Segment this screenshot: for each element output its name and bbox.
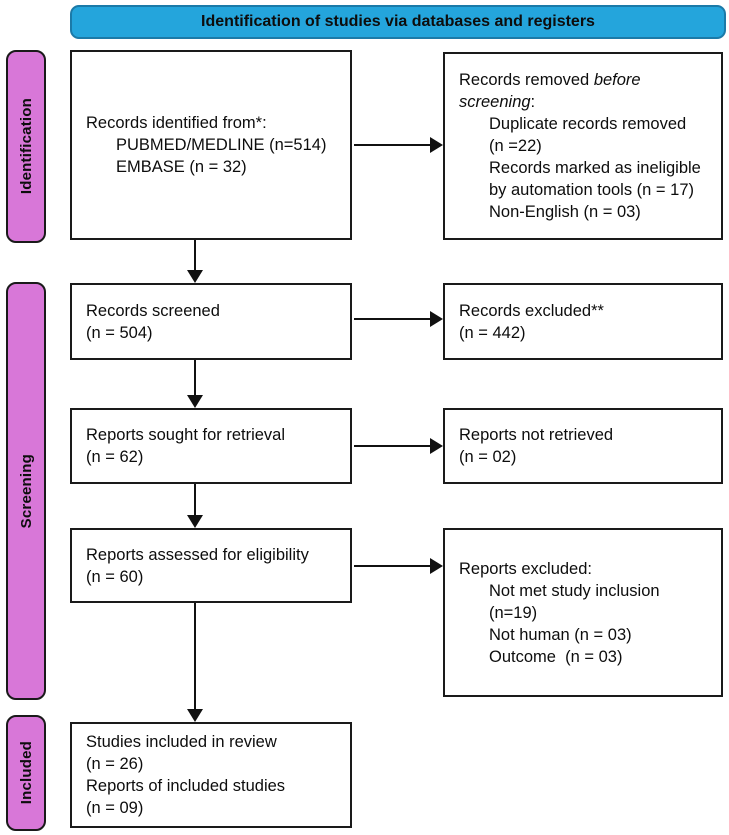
records-removed-prefix: Records removed xyxy=(459,71,594,89)
arrow-shaft xyxy=(194,603,196,711)
records-removed-item: Duplicate records removed xyxy=(489,115,687,133)
reports-excluded-box: Reports excluded: Not met study inclusio… xyxy=(443,528,723,697)
arrow-head-down-icon xyxy=(187,395,203,408)
stage-bar-screening: Screening xyxy=(6,282,46,700)
reports-sought-box: Reports sought for retrieval (n = 62) xyxy=(70,408,352,484)
records-excluded-count: (n = 442) xyxy=(459,323,526,342)
records-removed-box: Records removed before screening: Duplic… xyxy=(443,52,723,240)
stage-bar-included: Included xyxy=(6,715,46,831)
arrow-head-down-icon xyxy=(187,515,203,528)
records-removed-italic-screening: screening xyxy=(459,93,531,111)
stage-bar-identification: Identification xyxy=(6,50,46,243)
arrow-shaft xyxy=(354,318,432,320)
reports-assessed-line: Reports assessed for eligibility xyxy=(86,545,309,564)
arrow-sought-to-assessed xyxy=(186,484,204,528)
stage-label-identification: Identification xyxy=(17,98,35,195)
stage-label-included: Included xyxy=(17,741,35,805)
arrow-shaft xyxy=(194,360,196,397)
arrow-screened-to-sought xyxy=(186,360,204,408)
arrow-identified-to-screened xyxy=(186,240,204,283)
arrow-screened-to-excluded xyxy=(354,311,443,327)
arrow-head-right-icon xyxy=(430,438,443,454)
banner-label: Identification of studies via databases … xyxy=(201,13,595,30)
records-identified-item: EMBASE (n = 32) xyxy=(116,158,247,176)
records-identified-item: PUBMED/MEDLINE (n=514) xyxy=(116,136,327,154)
records-removed-item: (n =22) xyxy=(489,137,542,155)
reports-not-retrieved-line: Reports not retrieved xyxy=(459,426,614,444)
arrow-head-right-icon xyxy=(430,558,443,574)
reports-excluded-item: Outcome (n = 03) xyxy=(489,647,623,666)
arrow-head-right-icon xyxy=(430,137,443,153)
arrow-shaft xyxy=(194,484,196,517)
arrow-identified-to-removed xyxy=(354,137,443,153)
studies-included-count: (n = 09) xyxy=(86,799,144,817)
arrow-head-down-icon xyxy=(187,709,203,722)
reports-excluded-title: Reports excluded: xyxy=(459,559,592,578)
arrow-shaft xyxy=(194,240,196,272)
records-removed-title-line2: screening: xyxy=(459,91,711,113)
records-identified-title: Records identified from*: xyxy=(86,114,267,132)
records-removed-item: by automation tools (n = 17) xyxy=(489,181,694,199)
records-screened-count: (n = 504) xyxy=(86,323,153,342)
arrow-assessed-to-excluded xyxy=(354,558,443,574)
studies-included-count: (n = 26) xyxy=(86,755,144,773)
arrow-shaft xyxy=(354,565,432,567)
arrow-assessed-to-included xyxy=(186,603,204,722)
reports-excluded-item: (n=19) xyxy=(489,603,538,622)
studies-included-line: Studies included in review xyxy=(86,733,277,751)
reports-excluded-item: Not human (n = 03) xyxy=(489,625,632,644)
records-removed-item: Records marked as ineligible xyxy=(489,159,701,177)
reports-excluded-item: Not met study inclusion xyxy=(489,581,660,600)
records-screened-box: Records screened (n = 504) xyxy=(70,283,352,360)
records-removed-item: Non-English (n = 03) xyxy=(489,203,641,221)
reports-sought-count: (n = 62) xyxy=(86,448,144,466)
arrow-shaft xyxy=(354,144,432,146)
records-excluded-box: Records excluded** (n = 442) xyxy=(443,283,723,360)
reports-assessed-count: (n = 60) xyxy=(86,567,144,586)
records-screened-line: Records screened xyxy=(86,301,220,320)
arrow-head-right-icon xyxy=(430,311,443,327)
studies-included-line: Reports of included studies xyxy=(86,777,286,795)
arrow-shaft xyxy=(354,445,432,447)
records-removed-italic-before: before xyxy=(593,71,641,89)
reports-not-retrieved-count: (n = 02) xyxy=(459,448,517,466)
records-removed-suffix: : xyxy=(530,93,536,111)
stage-label-screening: Screening xyxy=(17,453,35,529)
studies-included-box: Studies included in review (n = 26) Repo… xyxy=(70,722,352,828)
records-identified-box: Records identified from*: PUBMED/MEDLINE… xyxy=(70,50,352,240)
records-excluded-line: Records excluded** xyxy=(459,301,604,320)
reports-sought-line: Reports sought for retrieval xyxy=(86,426,286,444)
arrow-head-down-icon xyxy=(187,270,203,283)
reports-not-retrieved-box: Reports not retrieved (n = 02) xyxy=(443,408,723,484)
banner-identification-of-studies: Identification of studies via databases … xyxy=(70,5,726,39)
reports-assessed-box: Reports assessed for eligibility (n = 60… xyxy=(70,528,352,603)
records-removed-title-line1: Records removed before xyxy=(459,69,711,91)
arrow-sought-to-not-retrieved xyxy=(354,438,443,454)
